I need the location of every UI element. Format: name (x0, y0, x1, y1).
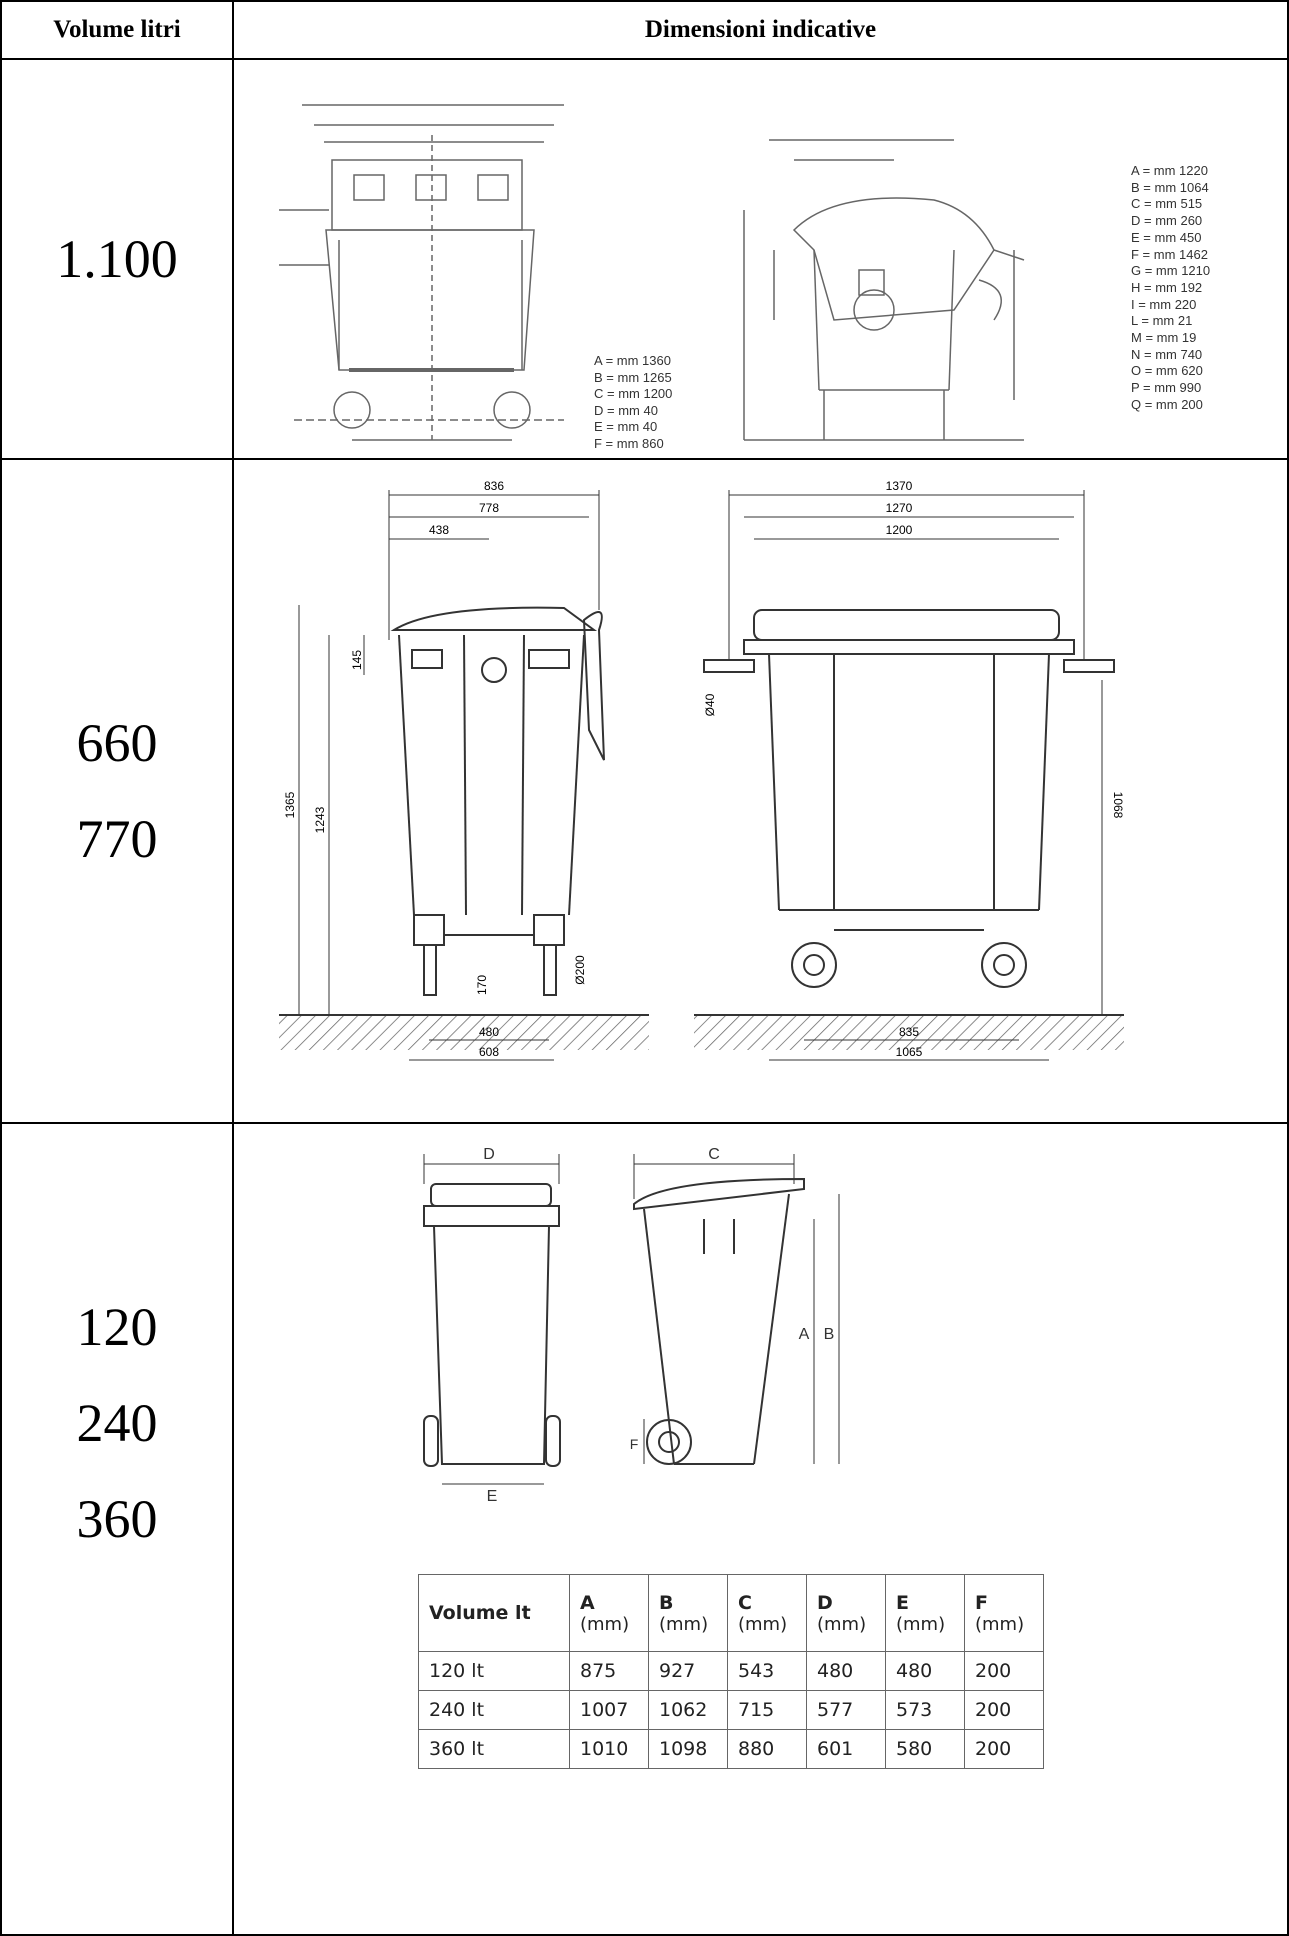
bin-small-drawings: D C A B F E (423, 1146, 840, 1505)
volume-cell-1100: 1.100 (0, 58, 234, 460)
bin-small-side-view (633, 1177, 805, 1465)
svg-text:1200: 1200 (886, 523, 913, 537)
svg-text:Ø200: Ø200 (573, 955, 587, 985)
bin-660-front-view (703, 609, 1115, 988)
svg-text:A: A (799, 1326, 810, 1343)
table-row: 240 lt 1007 1062 715 577 573 200 (418, 1690, 1044, 1730)
bin-660-drawings: 836 778 438 145 1365 1243 170 Ø200 480 6… (279, 479, 1125, 1061)
size-col-f: F(mm) (964, 1574, 1044, 1652)
svg-text:778: 778 (479, 501, 499, 515)
table-row: 120 lt 875 927 543 480 480 200 (418, 1651, 1044, 1691)
bin-660-side-view (390, 606, 605, 996)
svg-text:145: 145 (350, 650, 364, 670)
dimension-cell-1100: A = mm 1360 B = mm 1265 C = mm 1200 D = … (232, 58, 1289, 460)
size-table-header: Volume lt A(mm) B(mm) C(mm) D(mm) E(mm) … (418, 1574, 1044, 1652)
header-volume: Volume litri (0, 0, 234, 60)
volume-cell-120-360: 120 240 360 (0, 1122, 234, 1936)
svg-text:C: C (708, 1146, 720, 1163)
svg-text:1243: 1243 (313, 806, 327, 833)
svg-text:1365: 1365 (283, 791, 297, 818)
bin-1100-side-specs: A = mm 1220 B = mm 1064 C = mm 515 D = m… (1131, 163, 1211, 412)
size-col-b: B(mm) (648, 1574, 728, 1652)
volume-value: 240 (76, 1393, 158, 1453)
size-table: Volume lt A(mm) B(mm) C(mm) D(mm) E(mm) … (418, 1574, 1044, 1769)
bin-small-front-view (423, 1183, 561, 1467)
header-dimensions: Dimensioni indicative (232, 0, 1289, 60)
size-col-a: A(mm) (569, 1574, 649, 1652)
size-col-volume: Volume lt (418, 1574, 570, 1652)
svg-text:E: E (487, 1488, 498, 1505)
volume-value: 120 (76, 1297, 158, 1357)
bin-1100-drawings (279, 104, 1025, 441)
dimension-cell-120-360: D C A B F E Volume lt A(mm) B(mm) C(mm) … (232, 1122, 1289, 1936)
svg-text:1370: 1370 (886, 479, 913, 493)
svg-text:D: D (483, 1146, 495, 1163)
bin-1100-front-specs: A = mm 1360 B = mm 1265 C = mm 1200 D = … (594, 353, 673, 451)
volume-value: 660 (76, 713, 158, 773)
volume-value: 770 (76, 809, 158, 869)
size-col-d: D(mm) (806, 1574, 886, 1652)
svg-text:835: 835 (899, 1025, 919, 1039)
volume-value: 1.100 (56, 229, 178, 289)
volume-value: 360 (76, 1489, 158, 1549)
dimension-cell-660-770: 836 778 438 145 1365 1243 170 Ø200 480 6… (232, 458, 1289, 1124)
svg-text:438: 438 (429, 523, 449, 537)
volume-cell-660-770: 660 770 (0, 458, 234, 1124)
table-row: 360 lt 1010 1098 880 601 580 200 (418, 1729, 1044, 1769)
svg-text:170: 170 (475, 975, 489, 995)
svg-text:B: B (824, 1326, 835, 1343)
svg-text:F: F (630, 1436, 639, 1452)
svg-text:480: 480 (479, 1025, 499, 1039)
svg-text:836: 836 (484, 479, 504, 493)
svg-text:1068: 1068 (1111, 792, 1125, 819)
bin-1100-side-view (743, 139, 1025, 441)
svg-text:608: 608 (479, 1045, 499, 1059)
svg-text:Ø40: Ø40 (703, 693, 717, 716)
size-col-c: C(mm) (727, 1574, 807, 1652)
bin-1100-front-view (279, 104, 564, 441)
svg-text:1270: 1270 (886, 501, 913, 515)
svg-text:1065: 1065 (896, 1045, 923, 1059)
size-col-e: E(mm) (885, 1574, 965, 1652)
